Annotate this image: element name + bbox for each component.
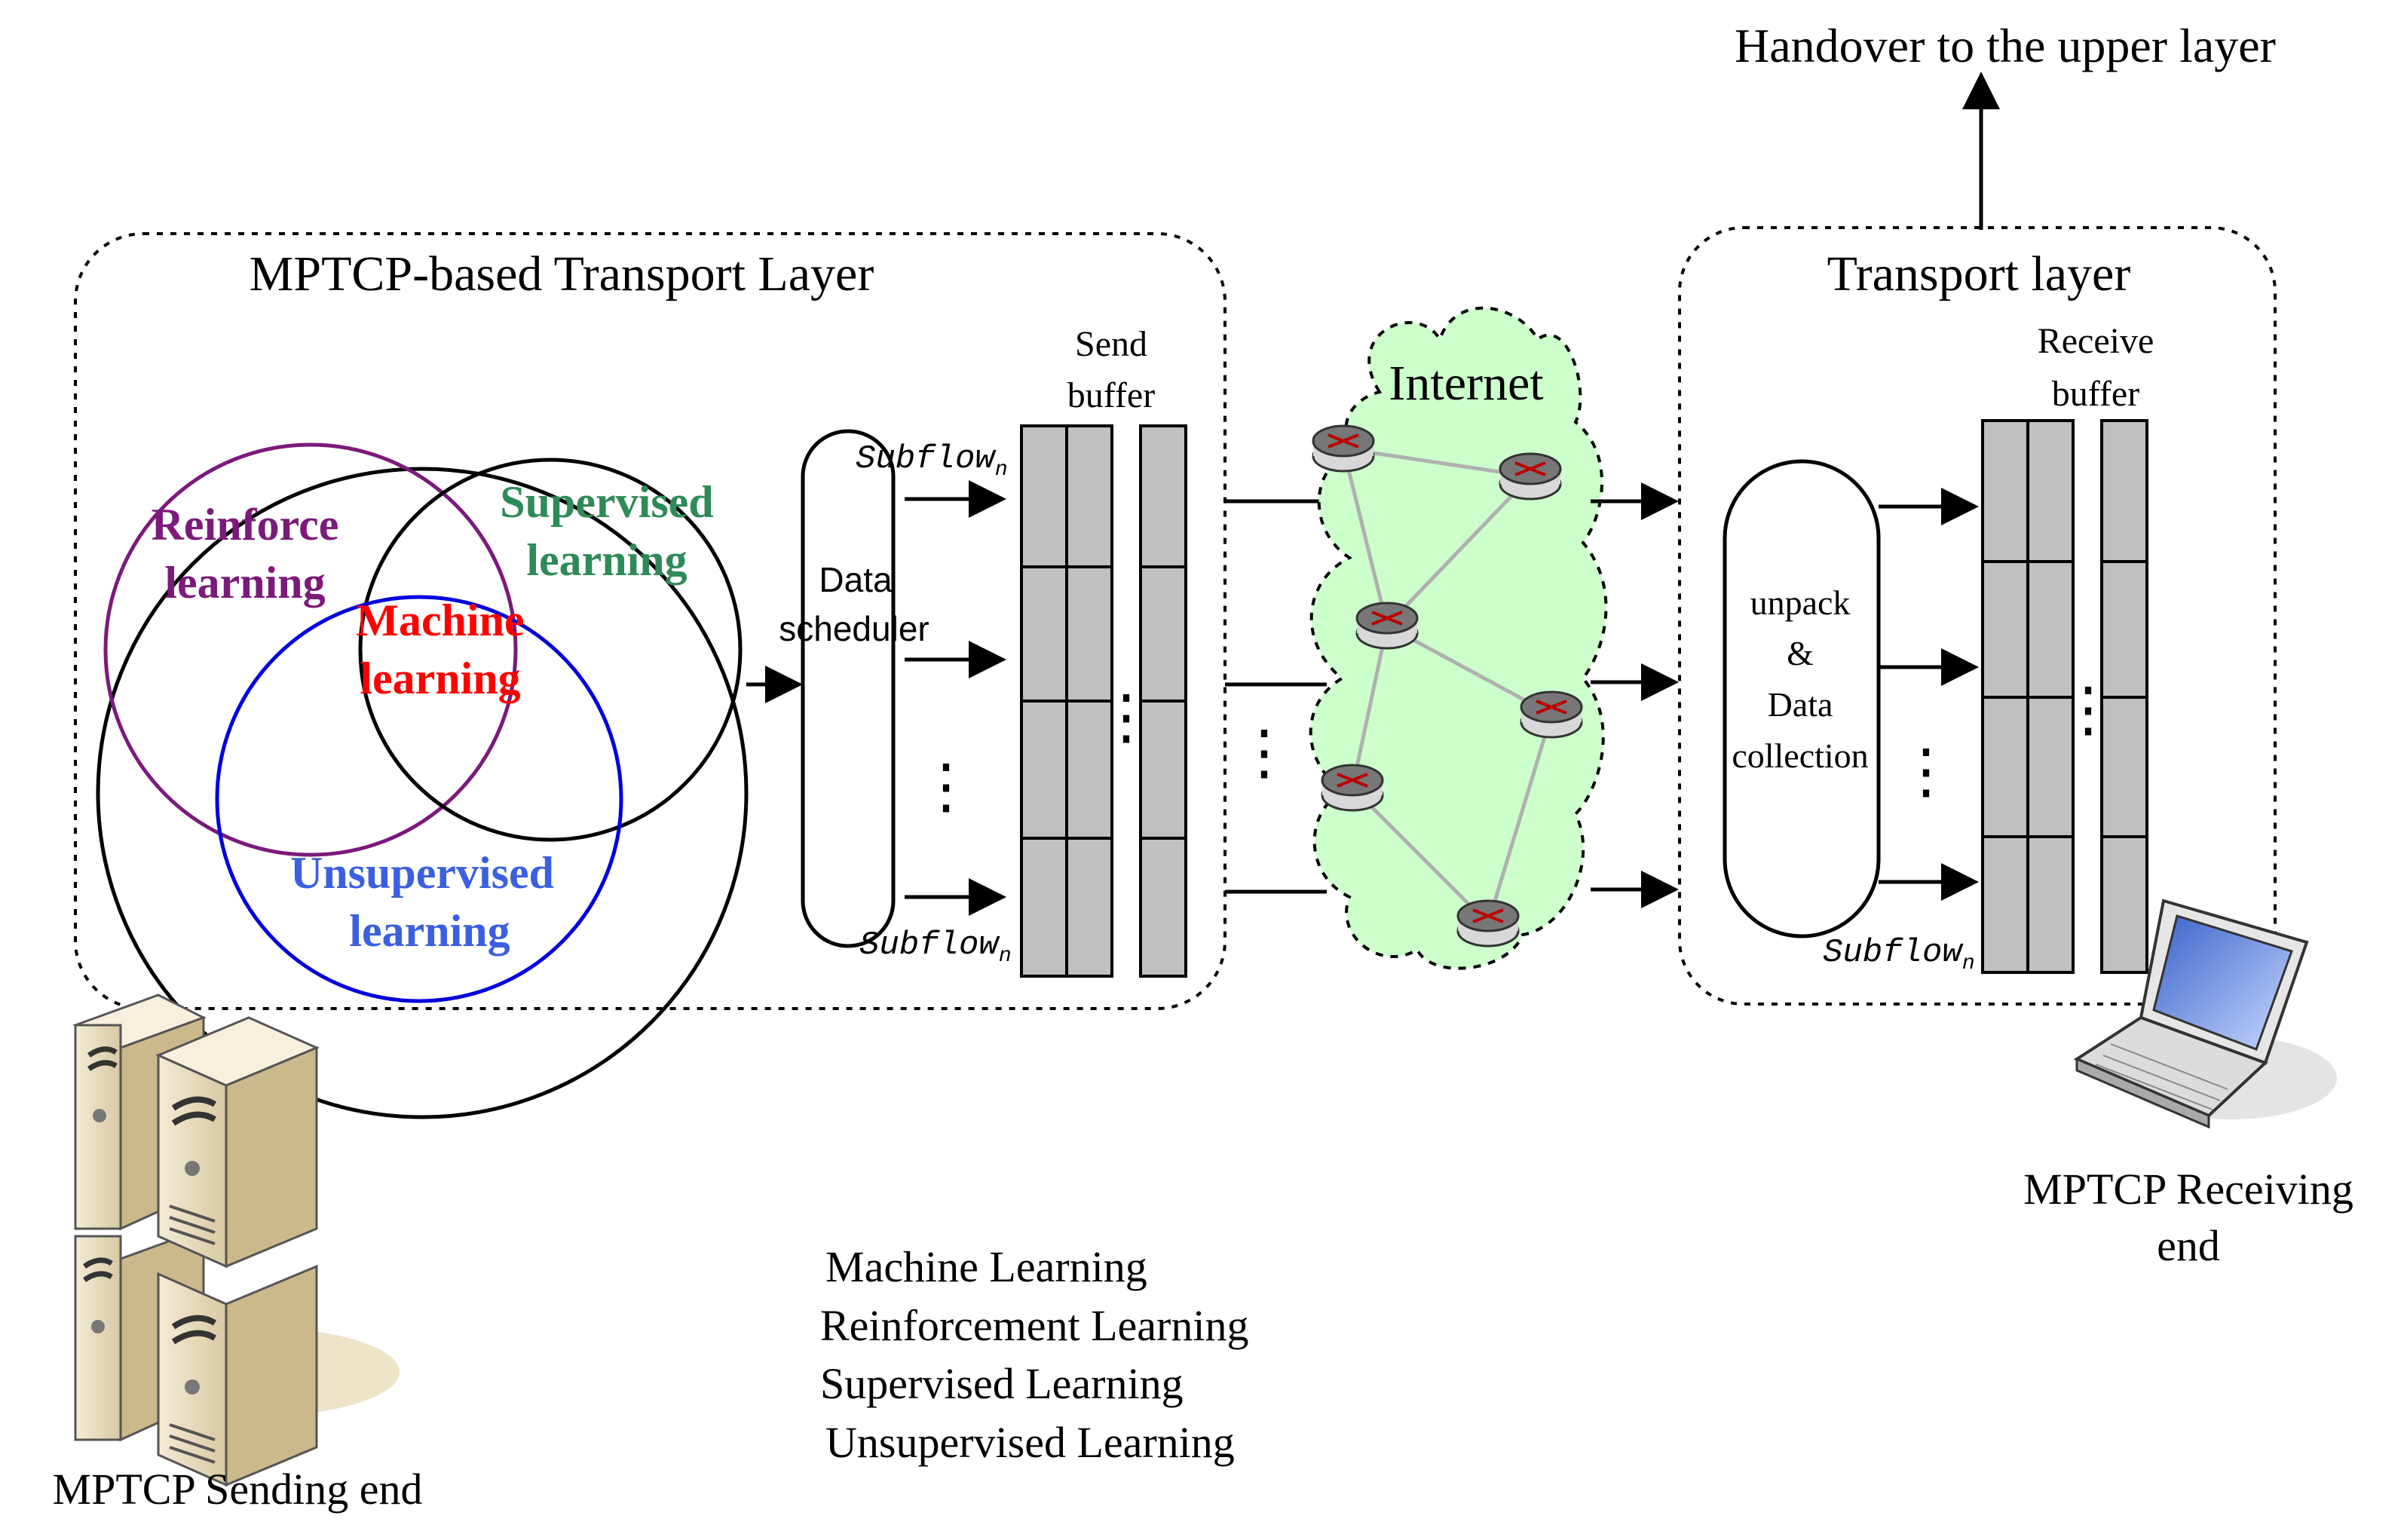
data-collection-unit bbox=[1723, 459, 1881, 938]
receive-buffer-label-2: buffer bbox=[2052, 374, 2139, 414]
data-scheduler bbox=[801, 429, 896, 948]
send-buffer-label-2: buffer bbox=[1067, 375, 1155, 415]
collector-label-4: collection bbox=[1732, 736, 1868, 775]
buffer-to-internet-ellipsis: ⋮ bbox=[1234, 720, 1294, 786]
receive-buffer bbox=[1981, 419, 2148, 974]
sender-transport-layer-box bbox=[74, 232, 1226, 1010]
venn-unsupervised-label-2: learning bbox=[349, 906, 510, 956]
router-icon bbox=[1520, 690, 1583, 739]
receive-buffer-label-1: Receive bbox=[2038, 321, 2154, 361]
receiver-transport-layer-box bbox=[1678, 226, 2277, 1006]
receiver-subflow-label: Subflown bbox=[1823, 934, 1975, 975]
router-icon bbox=[1355, 602, 1419, 650]
venn-outer-circle bbox=[96, 467, 749, 1119]
legend-item: Reinforcement Learning bbox=[820, 1301, 1248, 1350]
scheduler-ellipsis: ⋮ bbox=[916, 754, 976, 820]
receiving-end-label-1: MPTCP Receiving bbox=[2023, 1165, 2353, 1214]
sending-end-label: MPTCP Sending end bbox=[53, 1465, 423, 1514]
receiver-box-title: Transport layer bbox=[1827, 246, 2131, 302]
data-scheduler-label-2: scheduler bbox=[779, 609, 929, 648]
legend-item: Unsupervised Learning bbox=[825, 1418, 1235, 1467]
collector-label-3: Data bbox=[1768, 685, 1833, 724]
venn-reinforce-label-1: Reinforce bbox=[152, 500, 339, 550]
venn-supervised-label-1: Supervised bbox=[500, 477, 713, 527]
send-buffer-label-1: Send bbox=[1075, 324, 1147, 364]
server-icon bbox=[72, 993, 400, 1487]
sender-box-title: MPTCP-based Transport Layer bbox=[250, 246, 874, 302]
send-buffer bbox=[1020, 424, 1187, 978]
internet-label: Internet bbox=[1389, 356, 1543, 411]
collector-label-1: unpack bbox=[1750, 583, 1851, 622]
sender-subflow-bottom-label: Subflown bbox=[859, 926, 1012, 968]
sender-subflow-top-label: Subflown bbox=[856, 440, 1008, 482]
laptop-icon bbox=[2073, 899, 2337, 1129]
venn-reinforce-circle bbox=[103, 442, 518, 857]
legend-item: Machine Learning bbox=[825, 1242, 1147, 1291]
legend-item: Supervised Learning bbox=[820, 1359, 1184, 1408]
venn-unsupervised-circle bbox=[215, 595, 623, 1003]
router-icon bbox=[1312, 424, 1375, 473]
svg-text:Subflown: Subflown bbox=[1823, 934, 1975, 975]
svg-text:Subflown: Subflown bbox=[859, 926, 1012, 968]
venn-unsupervised-label-1: Unsupervised bbox=[290, 848, 554, 898]
receiving-end-label-2: end bbox=[2157, 1221, 2220, 1270]
send-buffer-ellipsis: ⋮ bbox=[1096, 684, 1156, 751]
router-icon bbox=[1499, 452, 1562, 501]
collector-label-2: & bbox=[1787, 634, 1814, 672]
venn-supervised-label-2: learning bbox=[526, 535, 687, 585]
handover-label: Handover to the upper layer bbox=[1735, 19, 2276, 72]
venn-reinforce-label-2: learning bbox=[164, 558, 325, 608]
venn-machine-label-1: Machine bbox=[356, 595, 524, 645]
router-icon bbox=[1456, 899, 1520, 948]
router-icon bbox=[1321, 764, 1384, 812]
venn-machine-label-2: learning bbox=[360, 654, 520, 703]
data-scheduler-label-1: Data bbox=[819, 560, 893, 599]
receive-buffer-ellipsis: ⋮ bbox=[2058, 677, 2118, 743]
collector-ellipsis: ⋮ bbox=[1896, 739, 1956, 805]
venn-supervised-circle bbox=[358, 458, 743, 842]
svg-text:Subflown: Subflown bbox=[856, 440, 1008, 482]
